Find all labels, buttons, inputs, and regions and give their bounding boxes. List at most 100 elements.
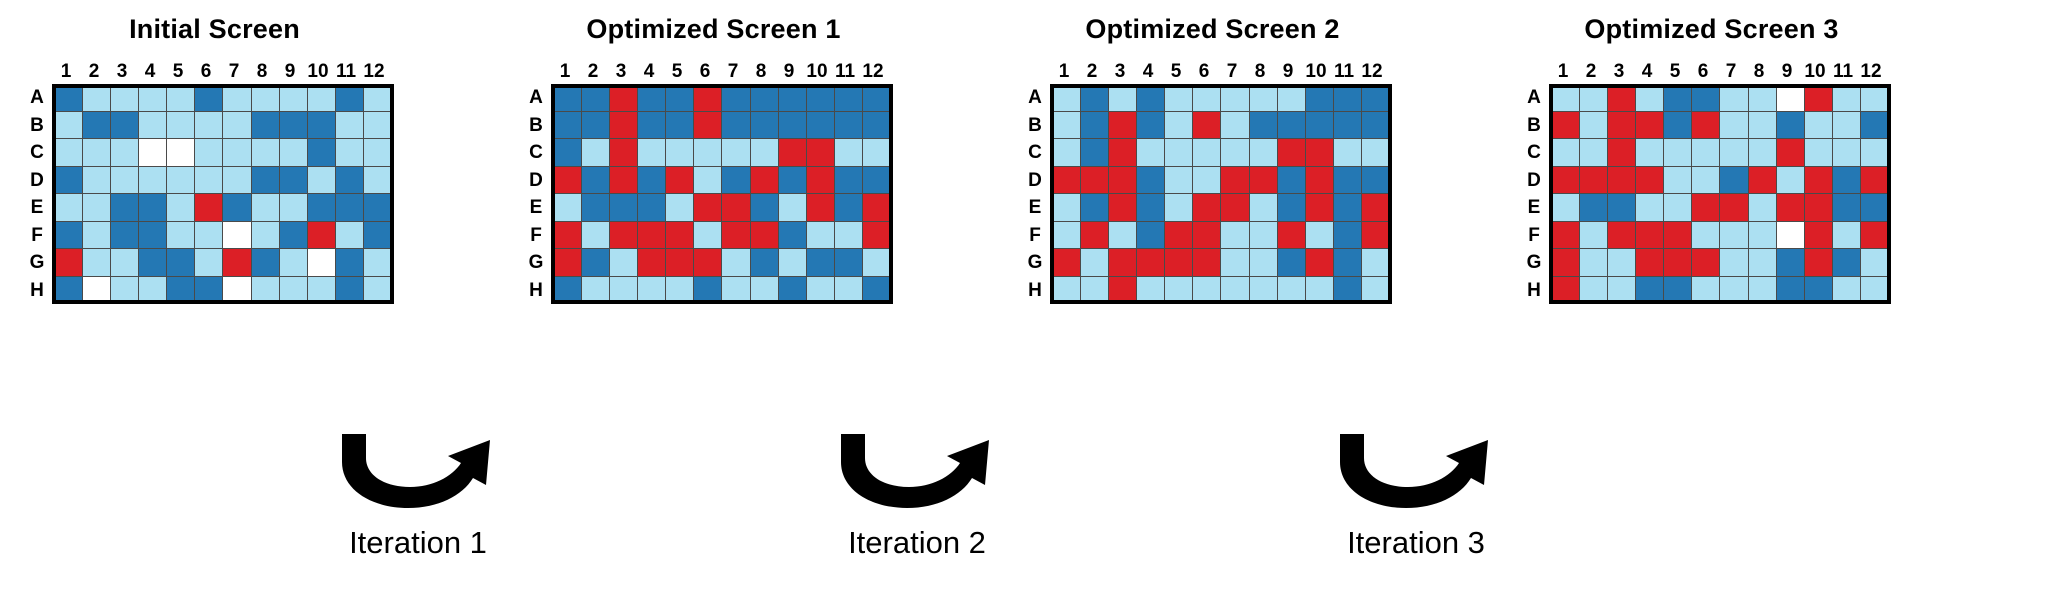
grid-cell-C5[interactable] [1664,139,1693,167]
grid-cell-H4[interactable] [638,276,667,304]
grid-cell-C11[interactable] [1832,139,1861,167]
grid-cell-G6[interactable] [195,249,224,277]
grid-cell-C11[interactable] [834,139,863,167]
grid-cell-E12[interactable] [862,194,890,222]
grid-cell-G11[interactable] [335,249,364,277]
grid-cell-G11[interactable] [834,249,863,277]
grid-cell-A5[interactable] [1664,84,1693,112]
grid-cell-H2[interactable] [83,276,112,304]
grid-cell-C8[interactable] [251,139,280,167]
grid-cell-G7[interactable] [722,249,751,277]
grid-cell-B10[interactable] [806,111,835,139]
grid-cell-A5[interactable] [1165,84,1194,112]
grid-cell-H2[interactable] [1081,276,1110,304]
grid-cell-C7[interactable] [1720,139,1749,167]
grid-cell-F1[interactable] [1053,221,1082,249]
grid-cell-C7[interactable] [722,139,751,167]
grid-cell-A12[interactable] [1361,84,1389,112]
grid-cell-A7[interactable] [1720,84,1749,112]
grid-cell-D9[interactable] [1776,166,1805,194]
grid-cell-C10[interactable] [307,139,336,167]
grid-cell-D11[interactable] [1832,166,1861,194]
grid-cell-G11[interactable] [1832,249,1861,277]
grid-cell-C8[interactable] [1249,139,1278,167]
grid-cell-H7[interactable] [722,276,751,304]
grid-cell-C1[interactable] [55,139,84,167]
grid-cell-G1[interactable] [554,249,583,277]
grid-cell-A3[interactable] [111,84,140,112]
grid-cell-H8[interactable] [251,276,280,304]
grid-cell-C7[interactable] [1221,139,1250,167]
grid-cell-F3[interactable] [111,221,140,249]
grid-cell-C8[interactable] [1748,139,1777,167]
grid-cell-G12[interactable] [1860,249,1888,277]
grid-cell-A1[interactable] [55,84,84,112]
grid-cell-E2[interactable] [582,194,611,222]
grid-cell-A8[interactable] [1249,84,1278,112]
grid-cell-G1[interactable] [55,249,84,277]
grid-cell-C1[interactable] [1552,139,1581,167]
grid-cell-G5[interactable] [1664,249,1693,277]
grid-cell-G4[interactable] [1636,249,1665,277]
grid-cell-F5[interactable] [167,221,196,249]
grid-cell-E1[interactable] [55,194,84,222]
grid-cell-A8[interactable] [750,84,779,112]
grid-cell-C1[interactable] [554,139,583,167]
grid-cell-G10[interactable] [806,249,835,277]
grid-cell-B12[interactable] [1860,111,1888,139]
grid-cell-D4[interactable] [638,166,667,194]
grid-cell-G2[interactable] [1580,249,1609,277]
grid-cell-E11[interactable] [1832,194,1861,222]
grid-cell-E6[interactable] [195,194,224,222]
grid-cell-A8[interactable] [1748,84,1777,112]
grid-cell-F1[interactable] [55,221,84,249]
grid-cell-E10[interactable] [307,194,336,222]
grid-cell-F6[interactable] [1692,221,1721,249]
grid-cell-F8[interactable] [1249,221,1278,249]
grid-cell-H8[interactable] [1748,276,1777,304]
grid-cell-E10[interactable] [1305,194,1334,222]
grid-cell-E9[interactable] [778,194,807,222]
grid-cell-A6[interactable] [1692,84,1721,112]
grid-cell-H2[interactable] [582,276,611,304]
grid-cell-H6[interactable] [694,276,723,304]
grid-cell-G7[interactable] [1720,249,1749,277]
grid-cell-D10[interactable] [1804,166,1833,194]
grid-cell-G3[interactable] [1109,249,1138,277]
grid-cell-E1[interactable] [1053,194,1082,222]
grid-cell-C11[interactable] [1333,139,1362,167]
grid-cell-E3[interactable] [1608,194,1637,222]
grid-cell-F12[interactable] [1860,221,1888,249]
grid-cell-G6[interactable] [1692,249,1721,277]
grid-cell-B2[interactable] [1081,111,1110,139]
grid-cell-C4[interactable] [1137,139,1166,167]
grid-cell-E6[interactable] [1692,194,1721,222]
grid-cell-C4[interactable] [1636,139,1665,167]
grid-cell-F8[interactable] [750,221,779,249]
grid-cell-G2[interactable] [582,249,611,277]
grid-cell-F12[interactable] [1361,221,1389,249]
grid-cell-H5[interactable] [666,276,695,304]
grid-cell-B7[interactable] [722,111,751,139]
grid-cell-E3[interactable] [1109,194,1138,222]
grid-cell-E2[interactable] [1580,194,1609,222]
grid-cell-H3[interactable] [610,276,639,304]
grid-cell-E9[interactable] [1776,194,1805,222]
grid-cell-G3[interactable] [610,249,639,277]
grid-cell-B4[interactable] [1636,111,1665,139]
grid-cell-B3[interactable] [1109,111,1138,139]
grid-cell-G1[interactable] [1053,249,1082,277]
grid-cell-B3[interactable] [1608,111,1637,139]
grid-cell-E4[interactable] [1137,194,1166,222]
grid-cell-C6[interactable] [694,139,723,167]
grid-cell-E2[interactable] [1081,194,1110,222]
grid-cell-E1[interactable] [554,194,583,222]
grid-cell-D12[interactable] [1860,166,1888,194]
grid-cell-H8[interactable] [1249,276,1278,304]
grid-cell-C4[interactable] [139,139,168,167]
grid-cell-C2[interactable] [1580,139,1609,167]
grid-cell-E5[interactable] [1165,194,1194,222]
grid-cell-C5[interactable] [167,139,196,167]
grid-cell-D2[interactable] [1580,166,1609,194]
grid-cell-F11[interactable] [1333,221,1362,249]
